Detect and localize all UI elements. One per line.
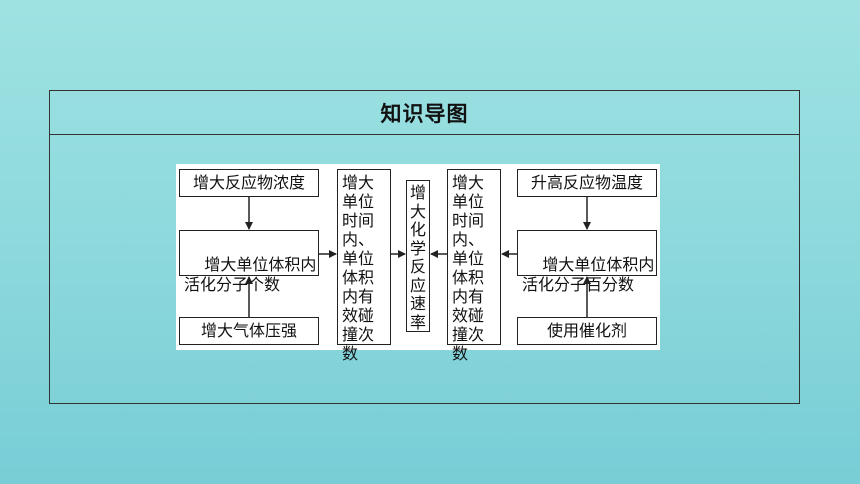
- right-top-box: 升高反应物温度: [517, 169, 657, 197]
- right-middle-label: 增大单位体积内 活化分子百分数: [522, 255, 655, 294]
- center-right-box: 增大 单位 时间 内、 单位 体积 内有 效碰 撞次 数: [447, 169, 501, 363]
- left-middle-label: 增大单位体积内 活化分子个数: [184, 255, 317, 294]
- center-left-label: 增大 单位 时间 内、 单位 体积 内有 效碰 撞次 数: [342, 173, 375, 363]
- right-bottom-box: 使用催化剂: [517, 317, 657, 345]
- left-top-box: 增大反应物浓度: [179, 169, 319, 197]
- left-middle-box: 增大单位体积内 活化分子个数: [179, 230, 319, 294]
- center-left-box: 增大 单位 时间 内、 单位 体积 内有 效碰 撞次 数: [337, 169, 391, 363]
- right-top-label: 升高反应物温度: [530, 173, 643, 192]
- right-middle-box: 增大单位体积内 活化分子百分数: [517, 230, 657, 294]
- left-bottom-label: 增大气体压强: [200, 321, 297, 340]
- page-title: 知识导图: [380, 101, 469, 126]
- left-bottom-box: 增大气体压强: [179, 317, 319, 345]
- diagram-panel: 增大反应物浓度 增大单位体积内 活化分子个数 增大气体压强 增大 单位 时间 内…: [176, 164, 660, 363]
- arrows-layer: [245, 197, 591, 317]
- title-bar: 知识导图: [50, 91, 799, 135]
- right-bottom-label: 使用催化剂: [546, 321, 627, 340]
- center-box: 增大化学反应速率: [406, 180, 430, 332]
- knowledge-map-frame: 知识导图: [49, 90, 800, 404]
- center-right-label: 增大 单位 时间 内、 单位 体积 内有 效碰 撞次 数: [452, 173, 485, 363]
- center-label: 增大化学反应速率: [410, 183, 427, 332]
- left-top-label: 增大反应物浓度: [192, 173, 305, 192]
